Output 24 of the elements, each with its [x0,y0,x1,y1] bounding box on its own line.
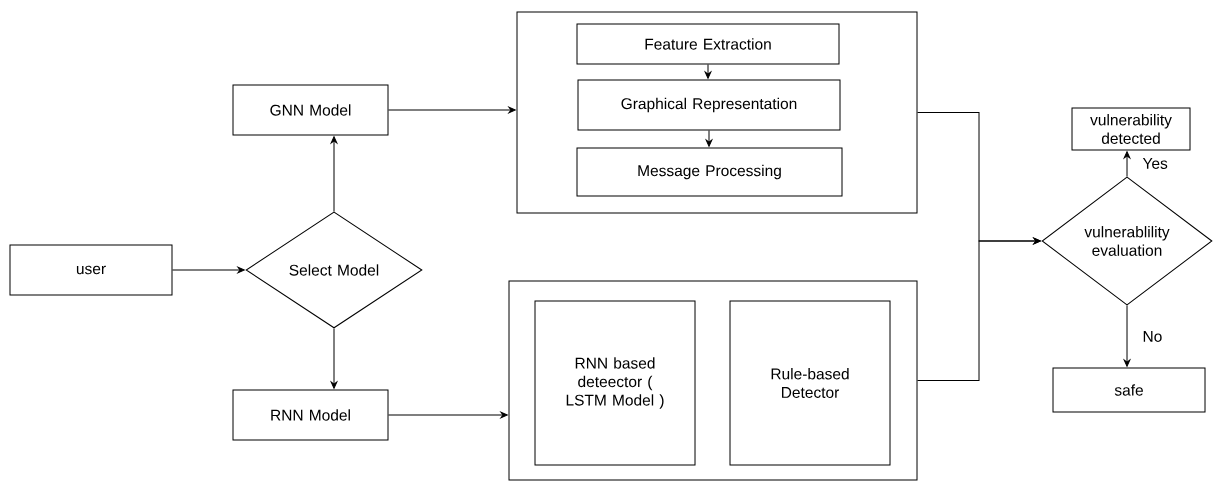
arrow [705,130,713,147]
arrow [1123,305,1131,367]
arrow [330,136,338,212]
arrow [388,411,508,419]
process-box: vulnerability detected [1071,107,1191,151]
step-box: Graphical Representation [577,79,841,131]
arrow [917,237,1041,381]
process-box: safe [1052,367,1206,413]
arrow [1123,151,1131,177]
step-box: Feature Extraction [576,23,840,65]
arrow [172,266,245,274]
arrow [388,106,516,114]
process-box: RNN Model [232,389,389,441]
group-box [516,11,918,214]
group-box [508,280,918,481]
edge-label: No [1143,331,1162,342]
arrow [704,64,712,79]
step-box: RNN based deteector ( LSTM Model ) [534,300,696,466]
process-box: user [9,244,173,296]
step-box: Rule-based Detector [729,300,891,466]
step-box: Message Processing [576,147,843,197]
edge-label: Yes [1142,158,1168,169]
arrow [330,328,338,389]
process-box: GNN Model [232,84,389,136]
